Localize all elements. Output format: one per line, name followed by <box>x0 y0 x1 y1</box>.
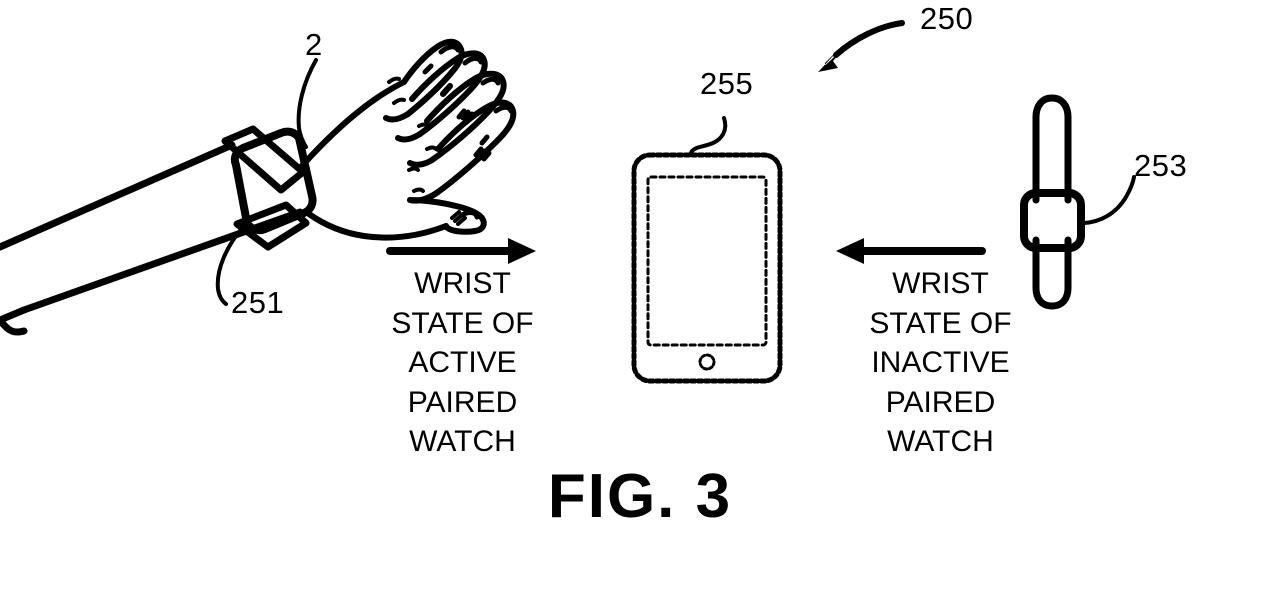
home-button <box>698 353 716 371</box>
device-screen <box>646 175 768 347</box>
flow-label-active-line-5: WATCH <box>409 425 516 459</box>
flow-label-inactive: WRIST STATE OF INACTIVE PAIRED WATCH <box>808 264 1073 462</box>
flow-label-active-line-3: ACTIVE <box>408 346 517 380</box>
watch-body-worn <box>230 127 317 235</box>
system-callout-arrow-250 <box>818 20 905 72</box>
flow-label-active-line-2: STATE OF <box>391 306 534 340</box>
flow-label-active-line-4: PAIRED <box>407 385 518 419</box>
device-outer-shell <box>631 152 783 384</box>
leader-line-253 <box>1082 175 1136 225</box>
figure-caption: FIG. 3 <box>547 462 733 531</box>
leader-line-2 <box>296 58 318 149</box>
watch-band-upper <box>1032 94 1072 204</box>
reference-numeral-250: 250 <box>920 1 974 36</box>
flow-label-inactive-line-1: WRIST <box>892 267 989 300</box>
flow-label-active: WRIST STATE OF ACTIVE PAIRED WATCH <box>330 264 595 462</box>
leader-line-251 <box>215 225 245 306</box>
flow-label-inactive-line-3: INACTIVE <box>871 346 1010 380</box>
watch-body-unworn <box>1020 189 1085 252</box>
flow-label-inactive-line-5: WATCH <box>887 425 994 459</box>
reference-numeral-2: 2 <box>305 27 323 62</box>
reference-numeral-251: 251 <box>231 285 285 320</box>
reference-numeral-253: 253 <box>1134 148 1188 183</box>
reference-numeral-255: 255 <box>700 66 754 101</box>
flow-arrow-left <box>836 238 986 264</box>
companion-device <box>631 116 783 384</box>
watch-band-lower <box>1032 236 1072 310</box>
arm-with-hand-and-watch <box>0 38 517 336</box>
unworn-watch <box>1020 94 1136 310</box>
flow-label-inactive-line-4: PAIRED <box>885 385 996 419</box>
flow-arrow-right <box>386 238 536 264</box>
flow-label-active-line-1: WRIST <box>414 267 511 300</box>
hand <box>297 38 517 241</box>
leader-line-255 <box>688 116 728 157</box>
flow-label-inactive-line-2: STATE OF <box>869 306 1012 340</box>
